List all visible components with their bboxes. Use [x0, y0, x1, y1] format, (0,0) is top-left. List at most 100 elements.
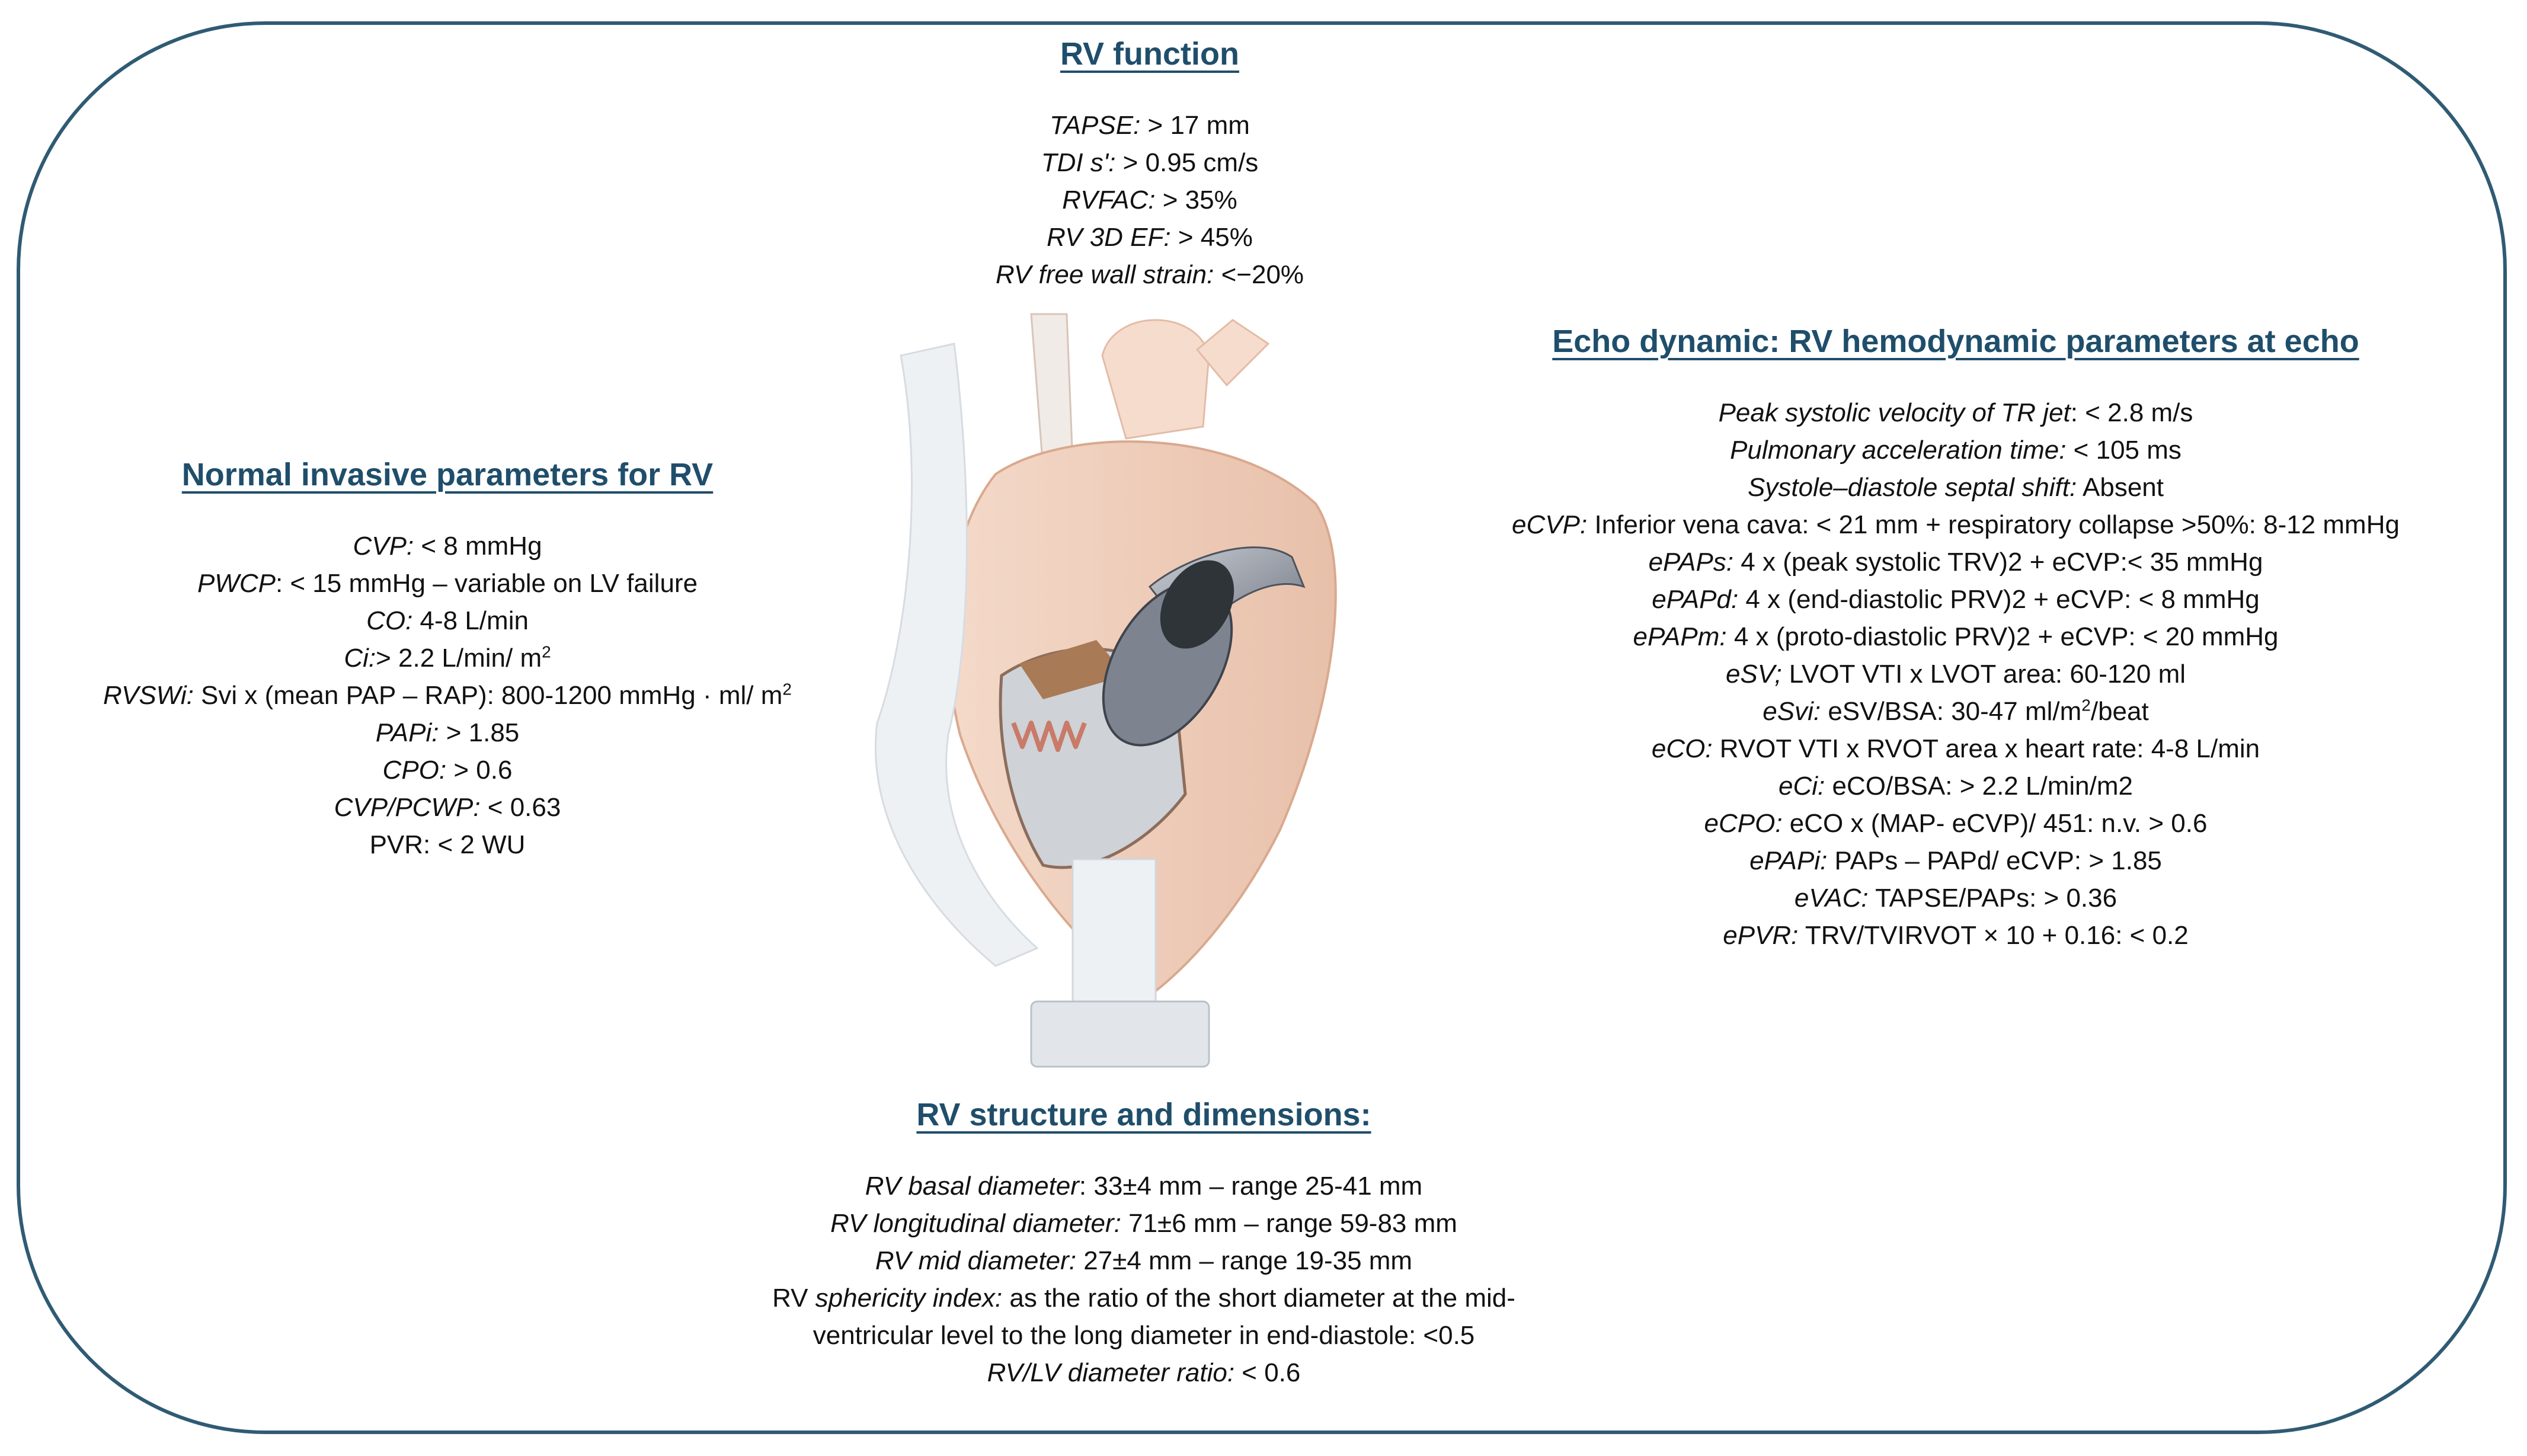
superscript: 2	[2081, 696, 2091, 715]
echo-line: ePAPi: PAPs – PAPd/ eCVP: > 1.85	[1434, 842, 2477, 879]
invasive-line: Ci:> 2.2 L/min/ m2	[36, 639, 859, 677]
param-value: : < 15 mmHg – variable on LV failure	[275, 569, 698, 598]
param-value: < 8 mmHg	[414, 532, 542, 561]
structure-line: RV longitudinal diameter: 71±6 mm – rang…	[664, 1205, 1624, 1242]
structure-line: RV sphericity index: as the ratio of the…	[664, 1279, 1624, 1317]
param-value: TRV/TVIRVOT × 10 + 0.16: < 0.2	[1798, 921, 2189, 950]
param-value: PAPs – PAPd/ eCVP: > 1.85	[1827, 846, 2162, 875]
param-value: < 0.63	[480, 793, 561, 822]
param-label: RV longitudinal diameter:	[830, 1209, 1121, 1238]
param-value: > 1.85	[439, 718, 520, 747]
echo-line: Peak systolic velocity of TR jet: < 2.8 …	[1434, 394, 2477, 431]
param-value: : 33±4 mm – range 25-41 mm	[1079, 1172, 1423, 1201]
param-value: > 45%	[1170, 223, 1253, 252]
param-value: eCO x (MAP- eCVP)/ 451: n.v. > 0.6	[1782, 809, 2208, 838]
param-label: RV mid diameter:	[875, 1246, 1077, 1275]
aortic-branch	[1195, 319, 1270, 387]
rv-function-line: RVFAC: > 35%	[853, 181, 1446, 219]
rv-function-line: RV free wall strain: <−20%	[853, 256, 1446, 293]
param-value: : < 2.8 m/s	[2070, 398, 2193, 427]
echo-dynamic-section: Echo dynamic: RV hemodynamic parameters …	[1434, 323, 2477, 954]
param-value: eSV/BSA: 30-47 ml/m	[1821, 697, 2082, 726]
normal-invasive-title: Normal invasive parameters for RV	[181, 457, 714, 492]
echo-line: ePVR: TRV/TVIRVOT × 10 + 0.16: < 0.2	[1434, 917, 2477, 954]
param-label: Peak systolic velocity of TR jet	[1718, 398, 2071, 427]
rv-structure-title: RV structure and dimensions:	[916, 1097, 1371, 1132]
param-value: TAPSE/PAPs: > 0.36	[1868, 884, 2117, 913]
param-label: eSvi:	[1762, 697, 1821, 726]
echo-dynamic-title: Echo dynamic: RV hemodynamic parameters …	[1552, 324, 2359, 359]
echo-line: eCi: eCO/BSA: > 2.2 L/min/m2	[1434, 767, 2477, 805]
structure-line: RV mid diameter: 27±4 mm – range 19-35 m…	[664, 1242, 1624, 1279]
param-label: CVP:	[353, 532, 414, 561]
echo-line: ePAPs: 4 x (peak systolic TRV)2 + eCVP:<…	[1434, 543, 2477, 581]
param-value: < 105 ms	[2066, 436, 2181, 465]
param-value: eCO/BSA: > 2.2 L/min/m2	[1825, 772, 2133, 801]
param-value: LVOT VTI x LVOT area: 60-120 ml	[1781, 660, 2186, 689]
param-label: CO:	[366, 606, 413, 635]
param-value: PVR: < 2 WU	[369, 830, 526, 859]
param-value: 4-8 L/min	[412, 606, 529, 635]
echo-line: eCO: RVOT VTI x RVOT area x heart rate: …	[1434, 730, 2477, 767]
invasive-line: RVSWi: Svi x (mean PAP – RAP): 800-1200 …	[36, 677, 859, 714]
invasive-line: PVR: < 2 WU	[36, 826, 859, 863]
param-label: ePAPs:	[1648, 548, 1734, 577]
invasive-line: CVP/PCWP: < 0.63	[36, 789, 859, 826]
superscript: 2	[542, 642, 551, 661]
param-label: ePAPm:	[1633, 622, 1727, 651]
rv-function-line: TDI s': > 0.95 cm/s	[853, 144, 1446, 181]
echo-dynamic-lines: Peak systolic velocity of TR jet: < 2.8 …	[1434, 394, 2477, 954]
rv-structure-section: RV structure and dimensions: RV basal di…	[664, 1096, 1624, 1391]
param-value: 4 x (peak systolic TRV)2 + eCVP:< 35 mmH…	[1733, 548, 2263, 577]
rounded-frame	[17, 21, 2507, 1434]
param-value: Absent	[2077, 473, 2164, 502]
param-label: eSV;	[1725, 660, 1782, 689]
param-value: > 17 mm	[1140, 111, 1250, 140]
param-label: RV free wall strain:	[995, 260, 1214, 289]
param-label: eCi:	[1779, 772, 1825, 801]
param-value: > 0.95 cm/s	[1115, 148, 1259, 177]
param-value: > 35%	[1155, 185, 1237, 215]
param-label: ePAPd:	[1652, 585, 1739, 614]
rv-function-line: RV 3D EF: > 45%	[853, 219, 1446, 256]
rv-function-title: RV function	[1060, 36, 1239, 72]
echo-line: Pulmonary acceleration time: < 105 ms	[1434, 431, 2477, 469]
structure-line: ventricular level to the long diameter i…	[664, 1317, 1624, 1354]
tricuspid-annulus	[1019, 640, 1126, 699]
param-value: 4 x (proto-diastolic PRV)2 + eCVP: < 20 …	[1726, 622, 2279, 651]
param-label: RV basal diameter	[865, 1172, 1079, 1201]
superscript: 2	[782, 680, 792, 699]
param-label: eVAC:	[1794, 884, 1869, 913]
param-label: TDI s':	[1041, 148, 1116, 177]
param-label: eCPO:	[1704, 809, 1783, 838]
param-value: ventricular level to the long diameter i…	[813, 1321, 1475, 1350]
invasive-line: PAPi: > 1.85	[36, 714, 859, 751]
param-label: Systole–diastole septal shift:	[1748, 473, 2077, 502]
invasive-line: CO: 4-8 L/min	[36, 602, 859, 639]
echo-line: eCPO: eCO x (MAP- eCVP)/ 451: n.v. > 0.6	[1434, 805, 2477, 842]
rv-function-line: TAPSE: > 17 mm	[853, 107, 1446, 144]
param-value: Svi x (mean PAP – RAP): 800-1200 mmHg · …	[193, 681, 783, 710]
invasive-line: CPO: > 0.6	[36, 751, 859, 789]
echo-line: ePAPm: 4 x (proto-diastolic PRV)2 + eCVP…	[1434, 618, 2477, 655]
echo-line: Systole–diastole septal shift: Absent	[1434, 469, 2477, 506]
param-value: > 2.2 L/min/ m	[376, 644, 542, 673]
param-label: CPO:	[382, 756, 447, 785]
param-label: Pulmonary acceleration time:	[1730, 436, 2067, 465]
param-value: < 0.6	[1234, 1358, 1301, 1387]
invasive-line: CVP: < 8 mmHg	[36, 527, 859, 565]
structure-line: RV basal diameter: 33±4 mm – range 25-41…	[664, 1167, 1624, 1205]
echo-line: eCVP: Inferior vena cava: < 21 mm + resp…	[1434, 506, 2477, 543]
normal-invasive-section: Normal invasive parameters for RV CVP: <…	[36, 456, 859, 863]
heart-illustration	[874, 313, 1337, 1068]
param-value: RVOT VTI x RVOT area x heart rate: 4-8 L…	[1712, 734, 2260, 763]
param-value: Inferior vena cava: < 21 mm + respirator…	[1587, 510, 2400, 539]
rv-function-lines: TAPSE: > 17 mm TDI s': > 0.95 cm/s RVFAC…	[853, 107, 1446, 293]
param-label: RV/LV diameter ratio:	[987, 1358, 1235, 1387]
rv-function-section: RV function TAPSE: > 17 mm TDI s': > 0.9…	[853, 36, 1446, 293]
rv-structure-lines: RV basal diameter: 33±4 mm – range 25-41…	[664, 1167, 1624, 1391]
papillary-muscles	[1011, 721, 1087, 752]
echo-line: eSV; LVOT VTI x LVOT area: 60-120 ml	[1434, 655, 2477, 693]
param-label: ePAPi:	[1749, 846, 1828, 875]
param-label: CVP/PCWP:	[334, 793, 481, 822]
